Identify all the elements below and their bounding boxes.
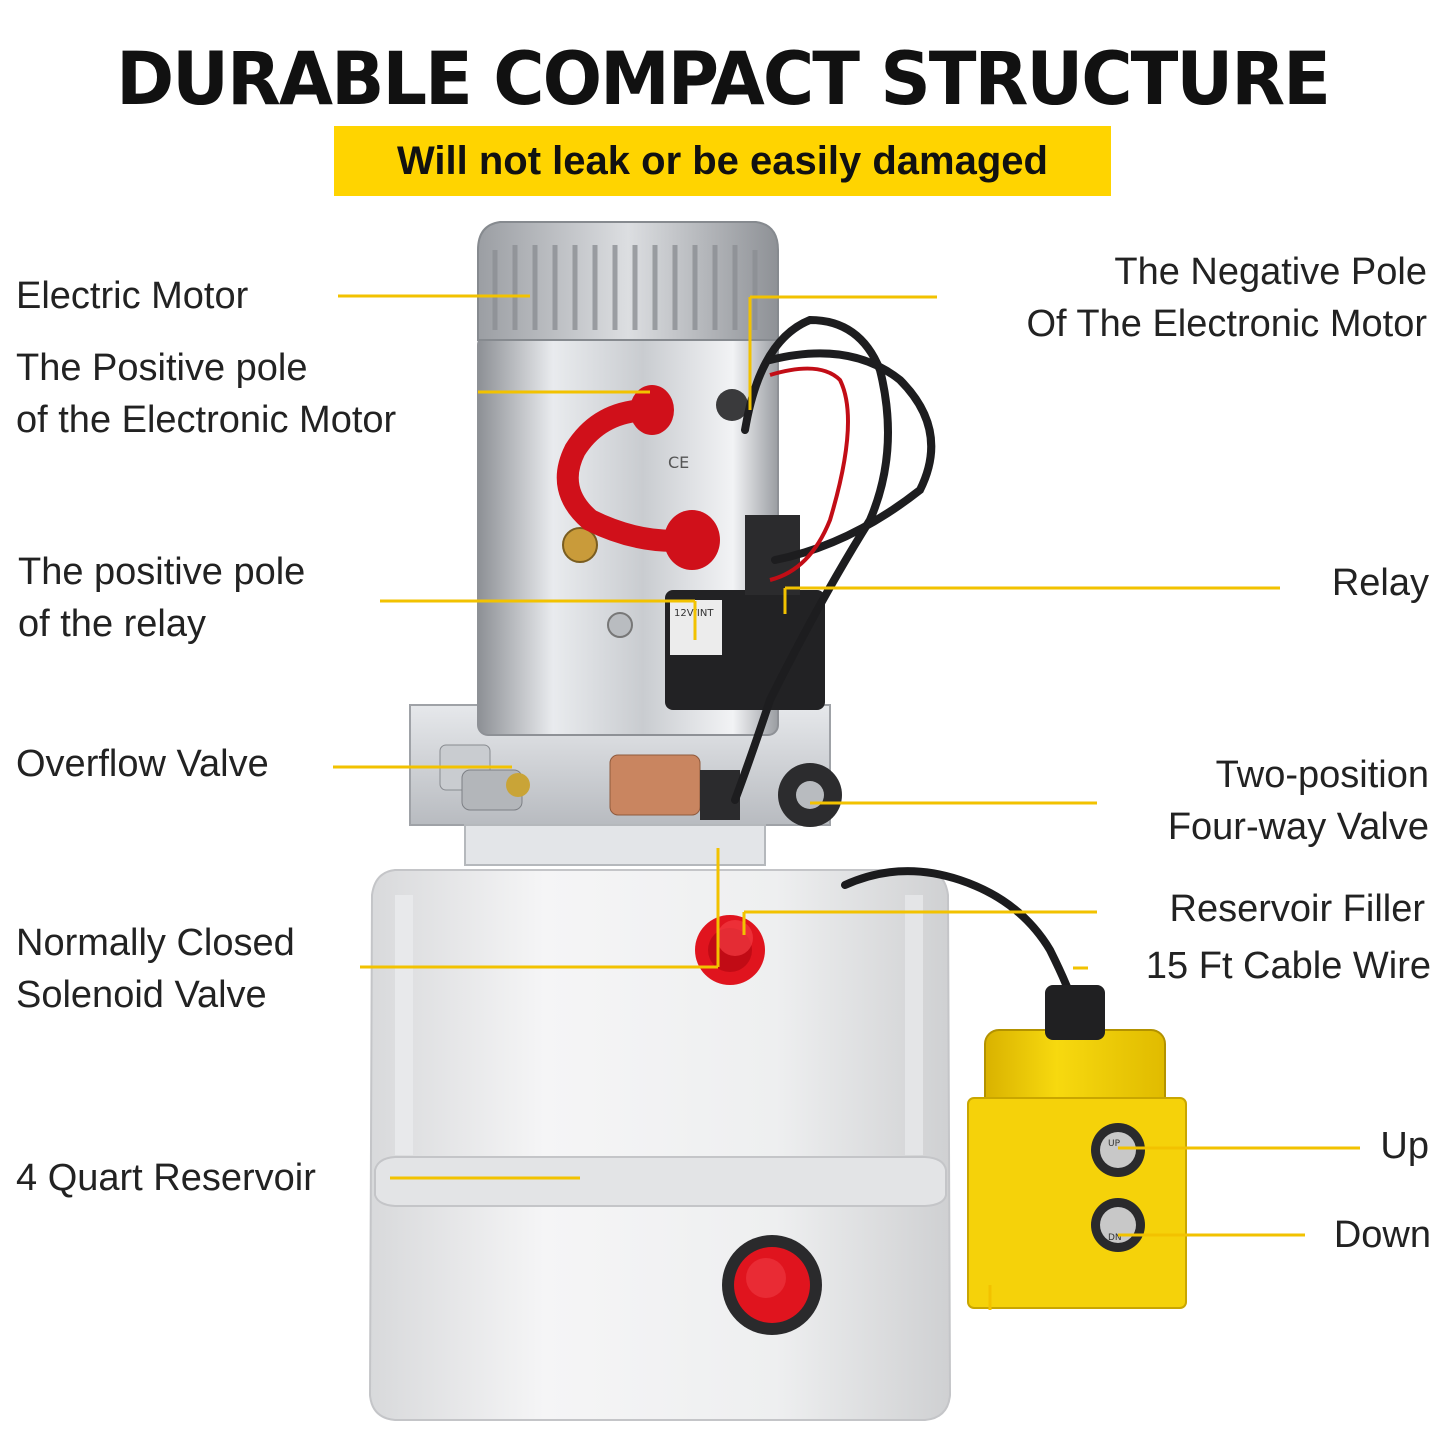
red-signal-wire	[769, 366, 850, 582]
label-four-way-valve: Two-position Four-way Valve	[1168, 749, 1429, 853]
label-solenoid-valve: Normally Closed Solenoid Valve	[16, 917, 295, 1021]
label-up: Up	[1380, 1125, 1429, 1167]
label-reservoir-filler: Reservoir Filler	[1169, 888, 1425, 930]
drain-cap	[722, 1235, 822, 1335]
label-relay: Relay	[1331, 562, 1429, 604]
label-positive-pole-motor-line1: The Positive pole	[16, 347, 308, 389]
label-electric-motor: Electric Motor	[16, 275, 249, 317]
reservoir-tank	[368, 869, 952, 1421]
label-negative-pole-line1: The Negative Pole	[1114, 251, 1427, 293]
remote-control: UP DN	[967, 985, 1187, 1309]
label-positive-pole-motor: The Positive pole of the Electronic Moto…	[16, 342, 396, 446]
remote-up-text: UP	[1108, 1139, 1121, 1149]
filler-cap	[695, 915, 765, 985]
subtitle-banner: Will not leak or be easily damaged	[334, 126, 1111, 196]
label-reservoir: 4 Quart Reservoir	[16, 1157, 316, 1199]
label-solenoid-valve-line1: Normally Closed	[16, 922, 295, 964]
positive-boot-lower	[664, 510, 720, 570]
label-overflow-valve: Overflow Valve	[16, 743, 269, 785]
label-positive-pole-motor-line2: of the Electronic Motor	[16, 399, 397, 441]
remote-down-text: DN	[1108, 1233, 1122, 1243]
label-cable-wire: 15 Ft Cable Wire	[1145, 945, 1431, 987]
callout-lines	[333, 294, 1360, 1310]
motor-cables	[731, 315, 936, 804]
ce-mark: CE	[668, 453, 689, 472]
label-positive-pole-relay-line2: of the relay	[18, 603, 206, 645]
label-solenoid-valve-line2: Solenoid Valve	[16, 974, 267, 1016]
label-positive-pole-relay-line1: The positive pole	[18, 551, 306, 593]
page-title: DURABLE COMPACT STRUCTURE	[116, 35, 1331, 123]
positive-cable	[556, 399, 701, 552]
label-negative-pole: The Negative Pole Of The Electronic Moto…	[1026, 246, 1427, 350]
subtitle-text: Will not leak or be easily damaged	[397, 138, 1048, 183]
positive-boot-upper	[630, 385, 674, 435]
remote-cable	[841, 867, 1079, 1014]
label-four-way-valve-line2: Four-way Valve	[1167, 806, 1429, 848]
label-down: Down	[1333, 1214, 1431, 1256]
label-positive-pole-relay: The positive pole of the relay	[18, 546, 305, 650]
label-four-way-valve-line1: Two-position	[1215, 754, 1429, 796]
label-negative-pole-line2: Of The Electronic Motor	[1026, 303, 1427, 345]
